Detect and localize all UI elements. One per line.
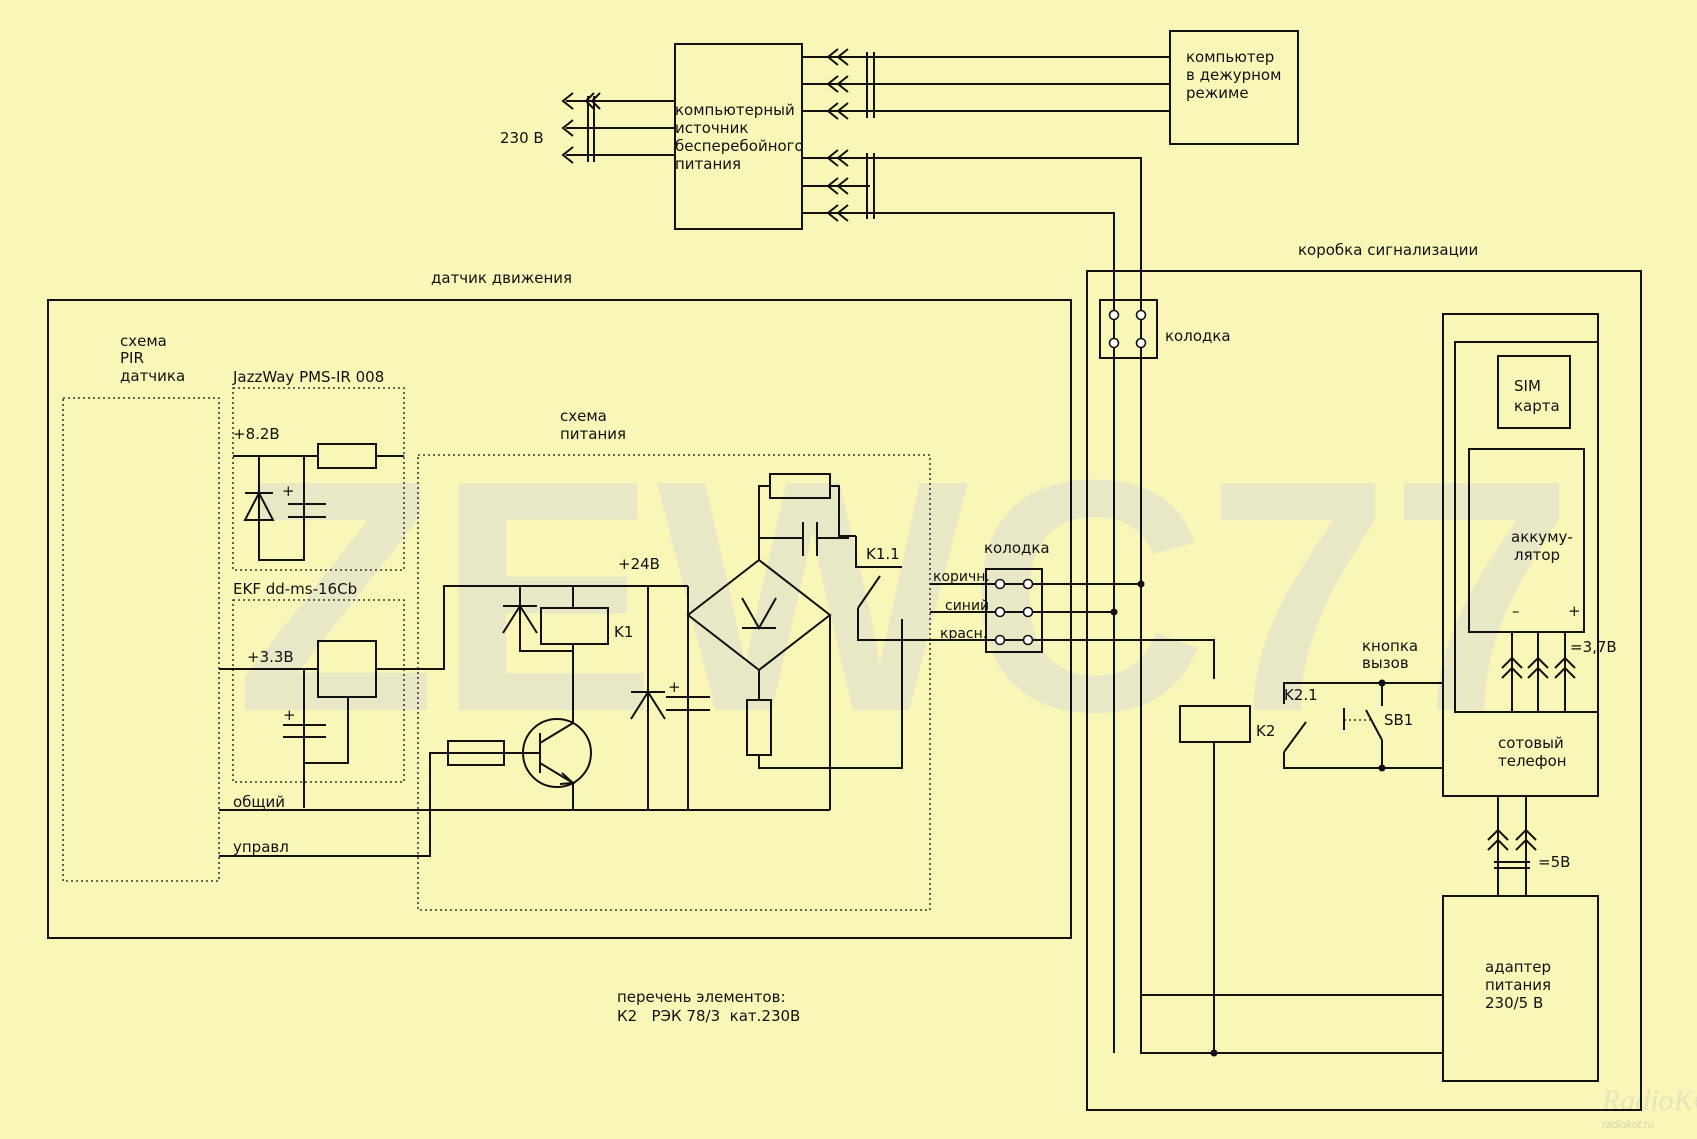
- computer-label-line3: режиме: [1186, 84, 1249, 102]
- computer-block: компьютер в дежурном режиме: [1169, 30, 1299, 145]
- call-button-ref: SB1: [1384, 711, 1413, 729]
- ups-block: компьютерный источник бесперебойного пит…: [674, 43, 804, 230]
- wire-red-label: красн.: [940, 626, 987, 642]
- phone-supply-connector: =5В: [1487, 796, 1570, 896]
- relay-k1-coil: [540, 607, 609, 645]
- pir-block: схема PIR датчика: [62, 332, 220, 882]
- contact-k21-label: K2.1: [1284, 686, 1318, 704]
- power-adapter: [1442, 895, 1599, 1082]
- motion-sensor-title: датчик движения: [431, 269, 572, 287]
- pir-label-line2: PIR: [120, 349, 144, 367]
- ekf-title: EKF dd-ms-16Cb: [233, 580, 357, 598]
- ups-label-line4: питания: [675, 155, 741, 173]
- adapter-label-line3: 230/5 В: [1485, 994, 1543, 1012]
- parts-list-title: перечень элементов:: [617, 988, 786, 1006]
- mains-plug: 230 В: [500, 92, 675, 164]
- phone-label-line2: телефон: [1498, 752, 1567, 770]
- battery-plus: +: [1568, 602, 1581, 620]
- jazzway-title: JazzWay PMS-IR 008: [232, 368, 384, 386]
- sim-card: [1497, 355, 1571, 429]
- alarm-box-title: коробка сигнализации: [1298, 241, 1478, 259]
- wire-control-label: управл: [233, 838, 289, 856]
- watermark: ZEWC77: [235, 411, 1574, 780]
- base-resistor: [447, 740, 505, 766]
- ups-label-line1: компьютерный: [675, 101, 795, 119]
- wire-brown-label: коричн.: [933, 569, 990, 585]
- power-scheme-label-line2: питания: [560, 425, 626, 443]
- sim-label-line1: SIM: [1514, 377, 1541, 395]
- parts-list: перечень элементов: К2 РЭК 78/3 кат.230В: [617, 988, 800, 1025]
- call-button-label-line2: вызов: [1362, 654, 1409, 672]
- battery-connector: [1501, 632, 1576, 712]
- ekf-voltage: +3.3В: [247, 648, 294, 666]
- power-scheme-voltage: +24В: [618, 555, 660, 573]
- mains-voltage-label: 230 В: [500, 129, 544, 147]
- battery-minus: –: [1512, 602, 1520, 620]
- computer-label-line2: в дежурном: [1186, 66, 1281, 84]
- svg-text:+: +: [668, 678, 681, 696]
- ekf-sensor-block: EKF dd-ms-16Cb +3.3В +: [219, 580, 520, 808]
- computer-socket-connector: [802, 48, 1170, 120]
- site-logo: RadioKOT: [1601, 1084, 1697, 1117]
- battery-label-line2: лятор: [1514, 546, 1560, 564]
- call-button-label-line1: кнопка: [1362, 637, 1418, 655]
- battery: [1468, 448, 1585, 633]
- jazzway-sensor-block: JazzWay PMS-IR 008 +8.2В +8.2В +: [232, 368, 405, 571]
- motion-sensor-block: датчик движения: [47, 269, 1072, 939]
- site-logo-url: radiokot.ru: [1602, 1119, 1654, 1131]
- pir-label-line1: схема: [120, 332, 167, 350]
- ups-label-line3: бесперебойного: [675, 137, 804, 155]
- wire-common-label: общий: [233, 793, 285, 811]
- jazzway-voltage: +8.2В: [233, 425, 280, 443]
- phone-supply-voltage: =5В: [1538, 853, 1570, 871]
- power-scheme-block: схема питания +24В K1 + K1.1: [219, 407, 1000, 911]
- relay-k1-label: K1: [614, 623, 633, 641]
- battery-label-line1: аккуму-: [1511, 528, 1573, 546]
- contact-k11-label: K1.1: [866, 545, 900, 563]
- parts-list-row: К2 РЭК 78/3 кат.230В: [617, 1007, 800, 1025]
- alarm-box: коробка сигнализации колодка K2 K2.1 кно…: [1086, 241, 1642, 1111]
- wire-blue-label: синий: [945, 598, 989, 614]
- alarm-terminal-label: колодка: [1165, 327, 1231, 345]
- svg-text:+: +: [283, 706, 296, 724]
- pir-label-line3: датчика: [120, 367, 185, 385]
- battery-voltage: =3,7В: [1570, 638, 1617, 656]
- power-scheme-label-line1: схема: [560, 407, 607, 425]
- alarm-socket-connector: [802, 149, 1443, 1054]
- sim-label-line2: карта: [1514, 397, 1560, 415]
- phone-label-line1: сотовый: [1498, 734, 1564, 752]
- ups-label-line2: источник: [675, 119, 748, 137]
- adapter-label-line1: адаптер: [1485, 958, 1551, 976]
- sensor-terminal-block: колодка коричн. синий красн.: [930, 539, 1215, 679]
- relay-k2-label: K2: [1256, 722, 1275, 740]
- svg-text:+: +: [282, 482, 295, 500]
- sensor-terminal-title: колодка: [984, 539, 1050, 557]
- adapter-label-line2: питания: [1485, 976, 1551, 994]
- computer-label-line1: компьютер: [1186, 48, 1274, 66]
